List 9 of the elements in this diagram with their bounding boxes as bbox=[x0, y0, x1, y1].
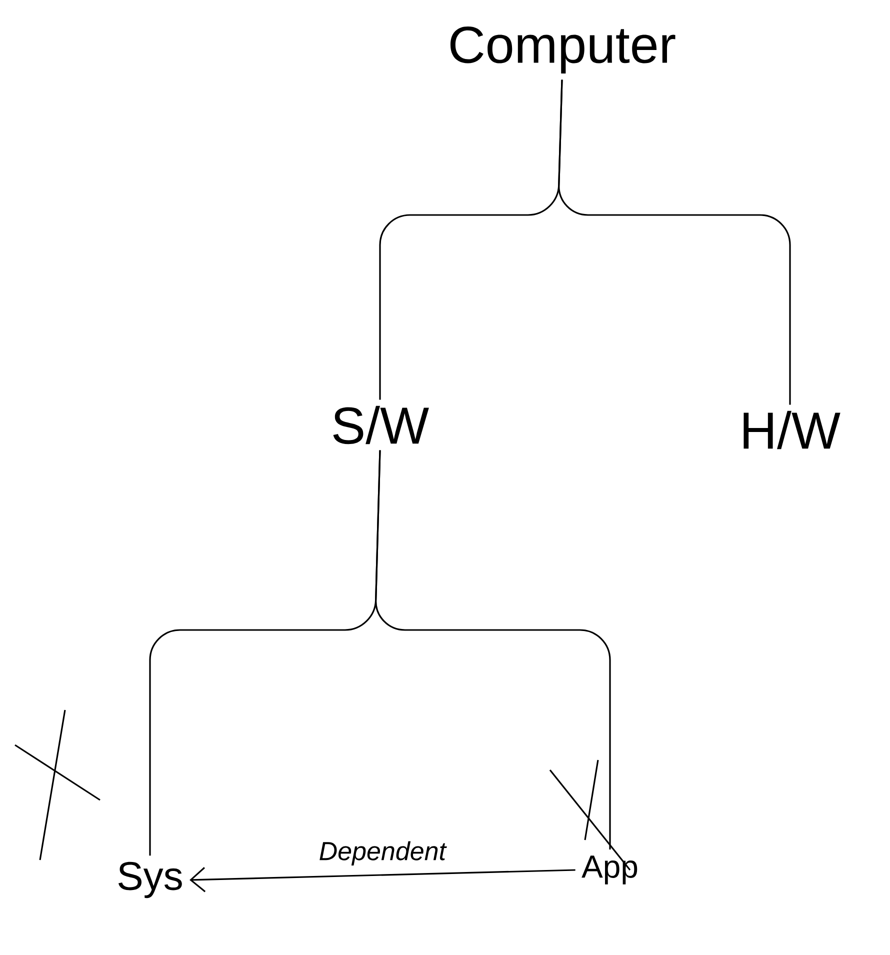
connector bbox=[190, 867, 576, 892]
edge-label: Dependent bbox=[320, 841, 447, 866]
node-label: S/W bbox=[333, 406, 429, 444]
node-label: Computer bbox=[450, 26, 676, 74]
connector bbox=[558, 80, 791, 405]
node-label: Sys bbox=[118, 862, 182, 898]
node-label: App bbox=[582, 856, 638, 884]
node-label: H/W bbox=[744, 410, 840, 450]
connector bbox=[375, 450, 611, 850]
